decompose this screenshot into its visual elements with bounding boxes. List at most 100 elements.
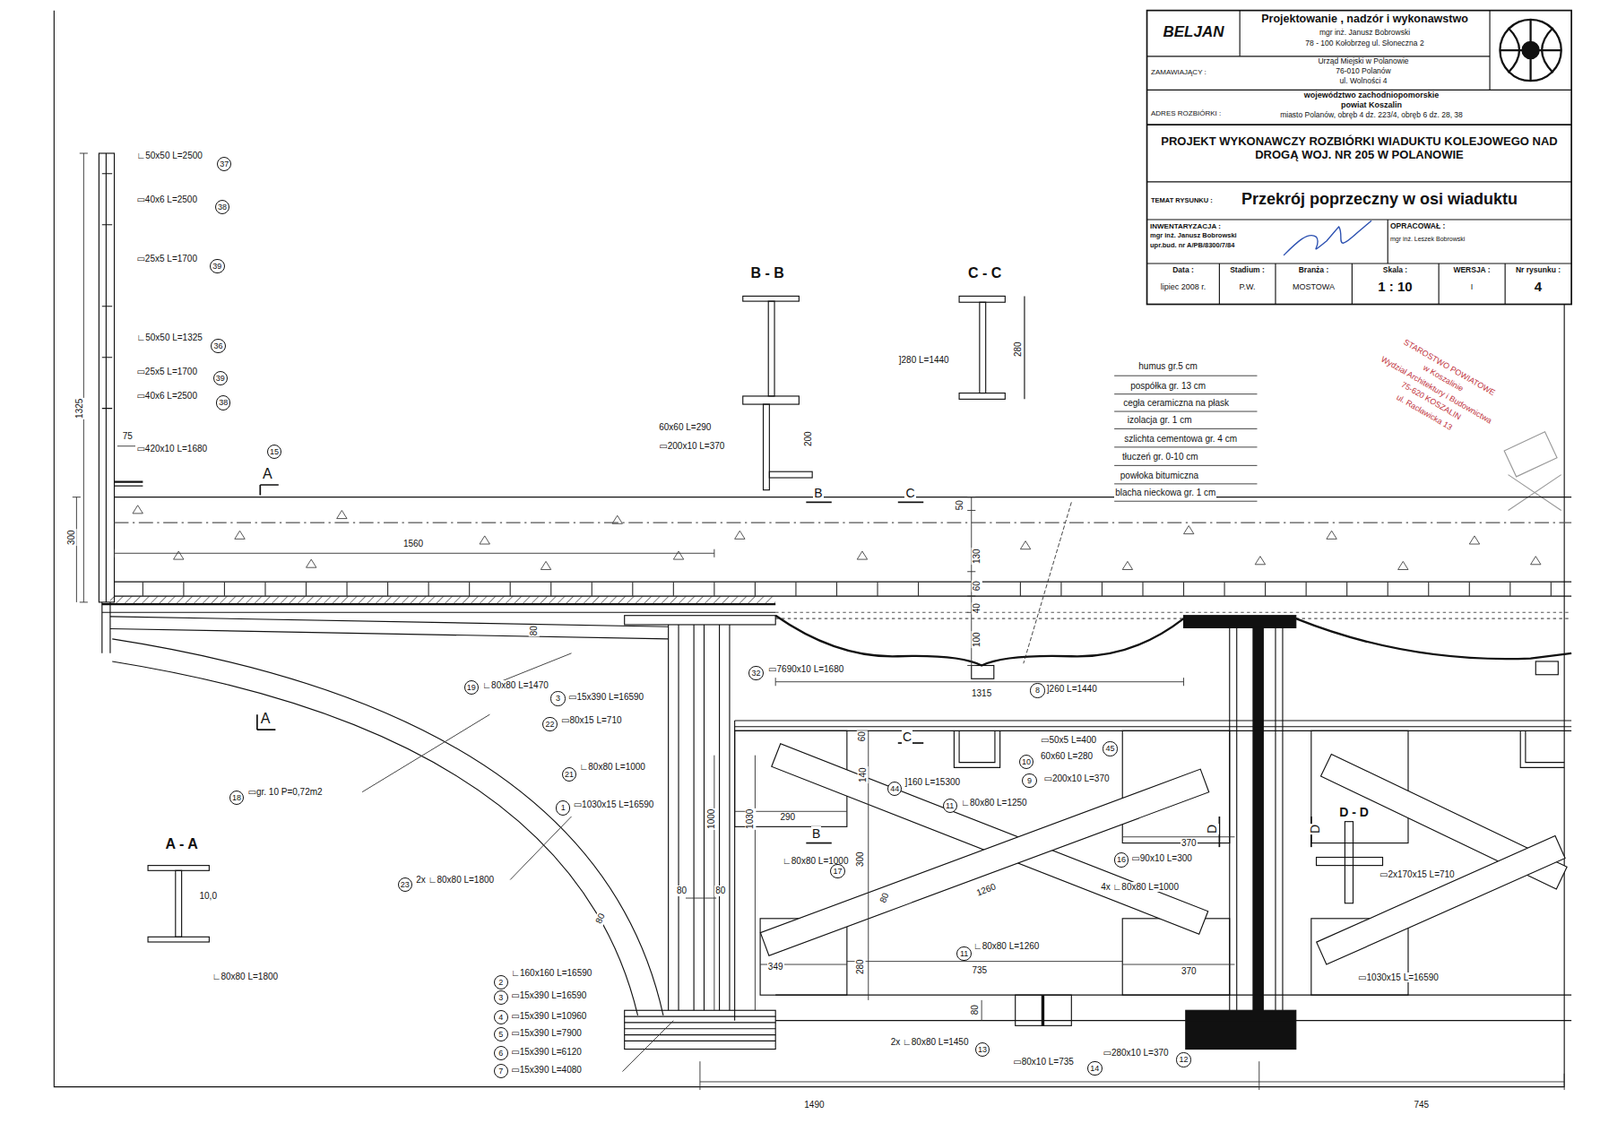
title-block-text: województwo zachodniopomorskie [1201, 90, 1542, 100]
drawing-label: powłoka bitumiczna [1119, 470, 1200, 482]
title-block-text: BELJAN [1147, 23, 1240, 42]
drawing-label: 300 [66, 529, 78, 547]
callout-number: 23 [397, 877, 413, 892]
title-block-cell: TEMAT RYSUNKU :Przekrój poprzeczny w osi… [1147, 181, 1572, 220]
title-block-text: INWENTARYZACJA : [1150, 222, 1285, 231]
drawing-label: tłuczeń gr. 0-10 cm [1121, 451, 1199, 463]
drawing-label: 40 [971, 602, 983, 615]
drawing-label: B [811, 826, 822, 841]
callout-number: 36 [210, 338, 225, 354]
title-block-text: Nr rysunku : [1506, 266, 1570, 276]
drawing-label: ∟80x80 L=1470 [481, 680, 549, 692]
drawing-label: ▭1030x15 L=16590 [1357, 972, 1440, 984]
drawing-label: 60 [856, 730, 868, 743]
drawing-label: ▭420x10 L=1680 [135, 443, 208, 455]
callout-number: 7 [493, 1063, 509, 1079]
section-c-c [959, 295, 1025, 399]
callout-number: 10 [1019, 754, 1034, 770]
title-block-cell: Branża :MOSTOWA [1275, 263, 1352, 304]
cantilever-bracket [110, 616, 669, 1016]
drawing-label: ▭25x5 L=1700 [135, 366, 199, 378]
drawing-label: ▭80x15 L=710 [560, 715, 623, 727]
drawing-label: 130 [971, 547, 983, 565]
drawing-label: ∟50x50 L=1325 [135, 332, 203, 344]
sheet-frame [53, 10, 1565, 1088]
drawing-label: ∟80x80 L=1800 [211, 971, 279, 983]
callout-number: 37 [216, 156, 232, 172]
drawing-label: 370 [1180, 966, 1198, 978]
callout-number: 11 [956, 946, 971, 961]
title-block-text: 1 : 10 [1353, 278, 1437, 295]
title-block-text: ADRES ROZBIÓRKI : [1150, 109, 1241, 118]
title-block-text: P.W. [1220, 282, 1274, 292]
drawing-label: B [812, 485, 823, 501]
title-block-text: Projektowanie , nadzór i wykonawstwo [1239, 12, 1490, 26]
drawing-label: ▭7690x10 L=1680 [767, 664, 845, 675]
drawing-label: pospółka gr. 13 cm [1129, 380, 1207, 392]
drawing-label: 735 [971, 965, 989, 977]
drawing-label: ▭1030x15 L=16590 [572, 799, 656, 811]
title-block-text: OPRACOWAŁ : [1390, 222, 1568, 232]
title-block-cell: ZAMAWIAJĄCY :Urząd Miejski w Polanowie76… [1147, 56, 1490, 90]
callout-number: 3 [493, 990, 509, 1005]
drawing-label: ∟160x160 L=16590 [510, 968, 593, 979]
drawing-label: D [1307, 823, 1323, 835]
drawing-label: ▭15x390 L=16590 [510, 990, 588, 1002]
drawing-label: 280 [1011, 340, 1023, 358]
drawing-label: ▭15x390 L=4080 [510, 1064, 583, 1076]
title-block-text: ZAMAWIAJĄCY : [1150, 68, 1237, 77]
title-block-cell: Stadium : P.W. [1219, 263, 1276, 304]
callout-number: 4 [493, 1010, 509, 1025]
drawing-label: 60 [971, 579, 983, 592]
drawing-label: ]260 L=1440 [1046, 683, 1099, 695]
title-block-text: powiat Koszalin [1201, 100, 1542, 110]
drawing-label: ▭25x5 L=1700 [135, 253, 199, 265]
railing-post [98, 153, 143, 654]
title-block-cell: OPRACOWAŁ :mgr inż. Leszek Bobrowski [1387, 219, 1572, 264]
drawing-label: ▭200x10 L=370 [1042, 773, 1110, 785]
callout-number: 15 [267, 444, 282, 459]
drawing-label: 1315 [970, 688, 993, 700]
drawing-label: 370 [1180, 838, 1198, 849]
drawing-label: cegła ceramiczna na płask [1122, 397, 1230, 409]
section-b-b [743, 295, 813, 490]
callout-number: 17 [830, 864, 845, 879]
dimension-lines [72, 153, 1565, 1090]
callout-number: 22 [542, 717, 557, 732]
drawing-label: ]280 L=1440 [898, 354, 951, 366]
drawing-label: 4x ∟80x80 L=1000 [1099, 882, 1180, 893]
section-d-d [1316, 821, 1384, 904]
drawing-label: 1325 [74, 397, 86, 419]
drawing-label: humus gr.5 cm [1137, 361, 1199, 372]
title-block-text: Stadium : [1220, 266, 1274, 276]
title-block-cell: Skala : 1 : 10 [1351, 263, 1439, 304]
title-block-text: Skala : [1353, 266, 1437, 276]
signature [1283, 220, 1372, 256]
drawing-label: 80 [877, 890, 892, 906]
drawing-label: A [259, 710, 272, 727]
title-block-text: ul. Wolności 4 [1236, 77, 1490, 87]
callout-number: 14 [1087, 1061, 1102, 1076]
drawing-label: 280 [855, 959, 866, 977]
callout-number: 38 [215, 199, 230, 215]
callout-number: 8 [1029, 683, 1045, 698]
title-block-cell: ADRES ROZBIÓRKI : województwo zachodniopo… [1147, 89, 1572, 125]
drawing-label: ∟80x80 L=1250 [960, 797, 1028, 809]
title-block-text: Data : [1149, 266, 1218, 276]
drawing-label: A [261, 466, 274, 483]
drawing-label: C - C [967, 265, 1003, 282]
callout-number: 44 [887, 781, 902, 796]
trough-plate [775, 615, 1572, 666]
drawing-label: 100 [971, 631, 983, 649]
drawing-label: ▭40x6 L=2500 [135, 390, 199, 402]
drawing-label: ]160 L=15300 [904, 777, 961, 788]
callout-number: 45 [1102, 741, 1117, 756]
main-girder-right [1184, 615, 1297, 1050]
drawing-label: 80 [675, 885, 688, 897]
drawing-label: 290 [778, 812, 796, 823]
callout-number: 16 [1114, 852, 1129, 867]
callout-number: 39 [213, 371, 228, 386]
drawing-label: 80 [714, 885, 727, 897]
drawing-label: ▭15x390 L=6120 [510, 1046, 583, 1058]
title-block-cell: Projektowanie , nadzór i wykonawstwomgr … [1239, 9, 1490, 57]
